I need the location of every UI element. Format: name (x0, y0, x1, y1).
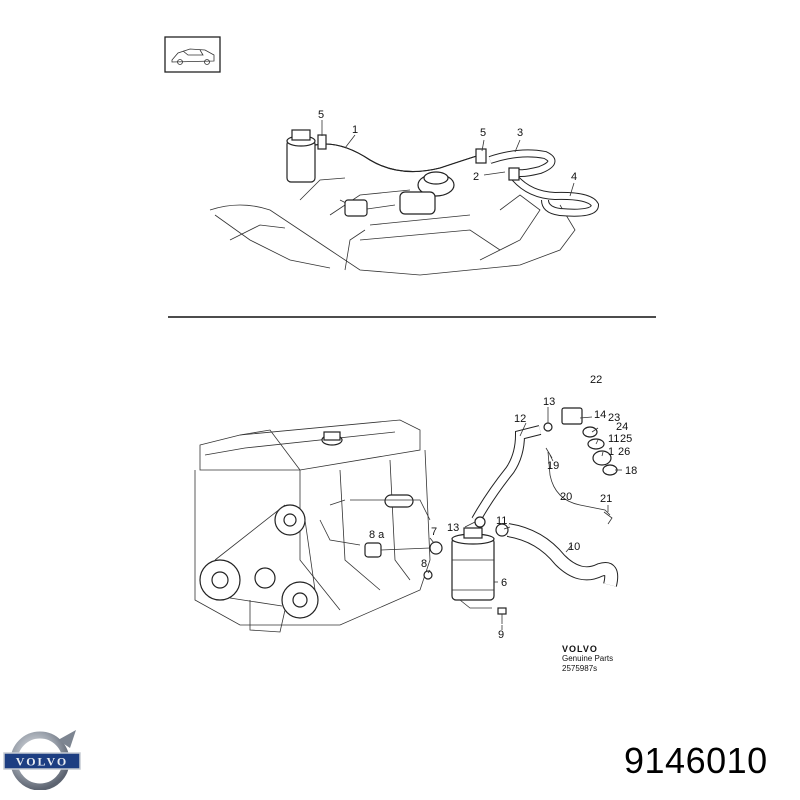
logo-text: VOLVO (16, 755, 68, 769)
callout-26: 26 (618, 446, 630, 458)
callout-24: 24 (616, 421, 628, 433)
callout-1: 1 (608, 446, 614, 458)
clamp-11-lower (495, 523, 509, 537)
top-pump (339, 171, 455, 217)
callout-14: 14 (594, 409, 606, 421)
genuine-parts-stamp: VOLVO Genuine Parts 2575987s (562, 644, 613, 674)
callout-20: 20 (560, 491, 572, 503)
callout-10: 10 (568, 541, 580, 553)
callout-top-1: 1 (352, 124, 358, 136)
callout-25: 25 (620, 433, 632, 445)
top-engine-bay-drawing (209, 120, 600, 276)
callout-18: 18 (625, 465, 637, 477)
callout-8a: 8 a (369, 529, 385, 541)
stamp-line2: Genuine Parts (562, 654, 614, 663)
callout-11b: 11 (608, 433, 619, 445)
callout-13b: 13 (447, 522, 459, 534)
callout-8: 8 (421, 558, 427, 570)
line-20 (547, 451, 611, 516)
callout-6: 6 (501, 577, 507, 589)
car-thumbnail-icon (164, 36, 221, 73)
stamp-code: 2575987s (562, 664, 598, 673)
clamp-13-lower (474, 516, 486, 528)
callout-top-4: 4 (571, 171, 577, 183)
clamp-7 (429, 541, 443, 555)
callout-7: 7 (431, 526, 437, 538)
callout-13a: 13 (543, 396, 555, 408)
callout-top-2: 2 (473, 171, 479, 183)
volvo-logo-icon: VOLVO (3, 730, 81, 790)
callout-9: 9 (498, 629, 504, 641)
callout-19: 19 (547, 460, 559, 472)
callout-11: 11 (496, 515, 507, 527)
clamp-8 (423, 570, 433, 580)
hose-1 (314, 143, 481, 173)
callout-top-3: 3 (517, 127, 523, 139)
stamp-brand: VOLVO (562, 644, 598, 654)
callout-23: 23 (608, 412, 620, 424)
valve-cluster (561, 407, 618, 476)
callout-21: 21 (600, 493, 612, 505)
engine-block-drawing (194, 419, 431, 633)
clamp-13-upper (543, 422, 553, 432)
screw-9 (497, 607, 507, 624)
callout-top-5a: 5 (318, 109, 324, 121)
reservoir-6 (451, 527, 495, 609)
callout-12: 12 (514, 413, 526, 425)
callout-top-5b: 5 (480, 127, 486, 139)
callout-22: 22 (590, 374, 602, 386)
top-reservoir (286, 129, 316, 183)
part-number: 9146010 (624, 740, 768, 781)
